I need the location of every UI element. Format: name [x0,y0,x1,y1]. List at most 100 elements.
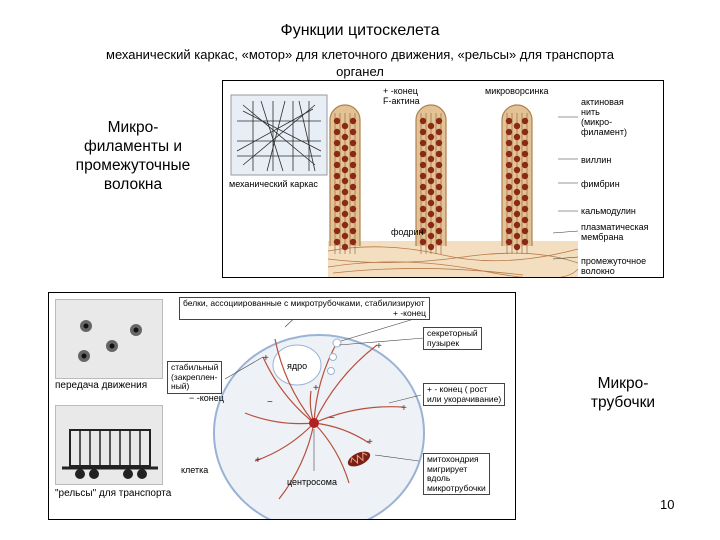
cilia-cells-image [78,320,142,362]
villin-dot [435,117,443,125]
label-text: митохондрия [427,454,479,464]
cell-drawing: +++ +++ −− [213,308,425,519]
villin-dot [435,205,443,213]
villin-dot [427,166,435,174]
villin-dot [435,172,443,180]
villin-dot [419,128,427,136]
microvilli-drawing [230,94,579,277]
label-text: ный) [171,381,190,391]
villin-dot [349,194,357,202]
slide-title: Функции цитоскелета [280,22,440,39]
villin-dot [505,238,513,246]
frame-inset [230,94,328,176]
villin-dot [505,216,513,224]
motion-photo [55,299,163,379]
mitochondrion [347,451,371,467]
villin-dot [341,210,349,218]
villin-dot [513,243,521,251]
actin-thread-label: актиновая нить (микро- филамент) [581,97,627,137]
secretory-vesicle-label: секреторный пузырек [423,327,482,350]
label-text: актиновая [581,97,624,107]
microfilaments-label: Микро- филаменты и промежуточные волокна [48,118,218,194]
villin-dot [333,216,341,224]
nucleus [272,344,322,386]
villin-dot [333,117,341,125]
microtubule [313,338,340,424]
villin-dot [521,227,529,235]
villin-dot [435,216,443,224]
label-text: + -конец [393,307,426,318]
plus-minus-end-label: + - конец ( рост или укорачивание) [423,383,506,406]
villin-dot [333,128,341,136]
villin-dot [341,166,349,174]
label-text: (микро- [581,117,613,127]
slide-subtitle: механический каркас, «мотор» для клеточн… [30,46,690,80]
microtubule [254,422,315,462]
villin-dot [349,172,357,180]
stable-label: стабильный (закреплен- ный) [167,361,223,394]
villin-dot [513,232,521,240]
svg-text:+: + [263,353,269,364]
villin-dot [333,172,341,180]
motion-caption: передача движения [55,380,148,391]
villin-dot [505,172,513,180]
microvilli [329,104,533,254]
label-text: F-актина [383,96,420,106]
villin-dot [513,133,521,141]
villin-dot [333,238,341,246]
villin-dot [435,161,443,169]
rails-photo [55,405,163,485]
villin-dot [419,150,427,158]
villin-dot [513,188,521,196]
centrosome-label: центросома [287,477,337,487]
svg-text:+: + [367,437,373,448]
microtubules-figure: передача движения "рельсы" для транспорт… [48,292,516,520]
mitochondria-label: митохондрия мигрирует вдоль микротрубочк… [423,453,490,495]
microvillus-label: микроворсинка [485,86,549,96]
plasma-membrane-label: плазматическая мембрана [581,222,649,242]
label-line: Микро- [597,375,649,392]
villin-dot [341,188,349,196]
villin-dot [505,117,513,125]
villin-dot [521,117,529,125]
label-text: мембрана [581,232,624,242]
villin-dot [427,122,435,130]
label-text: стабильный [171,362,219,372]
villin-dot [349,216,357,224]
villin-dot [419,227,427,235]
label-text: пузырек [427,337,460,348]
train-car-image [62,429,158,479]
label-line: Микро- [107,119,159,136]
villin-dot [349,139,357,147]
villin-dot [521,172,529,180]
label-line: трубочки [590,394,656,411]
fodrin-label: фодрин [391,227,424,237]
villin-dot [349,150,357,158]
fimbrin-label: фимбрин [581,179,620,189]
villin-dot [435,139,443,147]
microtubule [278,422,315,500]
villin-dot [419,205,427,213]
villin-dot [333,194,341,202]
microtubule [274,338,315,424]
label-text: + -конец [383,86,418,96]
villin-dot [333,150,341,158]
villin-dot [419,161,427,169]
villin-dot [427,232,435,240]
villin-dot [505,128,513,136]
villin-dot [521,150,529,158]
villin-dot [513,122,521,130]
villin-dot [349,128,357,136]
villin-dot [521,238,529,246]
villin-dot [333,183,341,191]
label-text: нить [581,107,600,117]
villin-dot [513,144,521,152]
label-text: промежуточное [581,256,647,266]
villin-dot [341,122,349,130]
svg-text:−: − [267,397,273,408]
microtubule [313,422,350,484]
villin-dot [349,205,357,213]
villin-dot [419,117,427,125]
villin-dot [341,155,349,163]
label-text: микротрубочки [427,482,486,493]
